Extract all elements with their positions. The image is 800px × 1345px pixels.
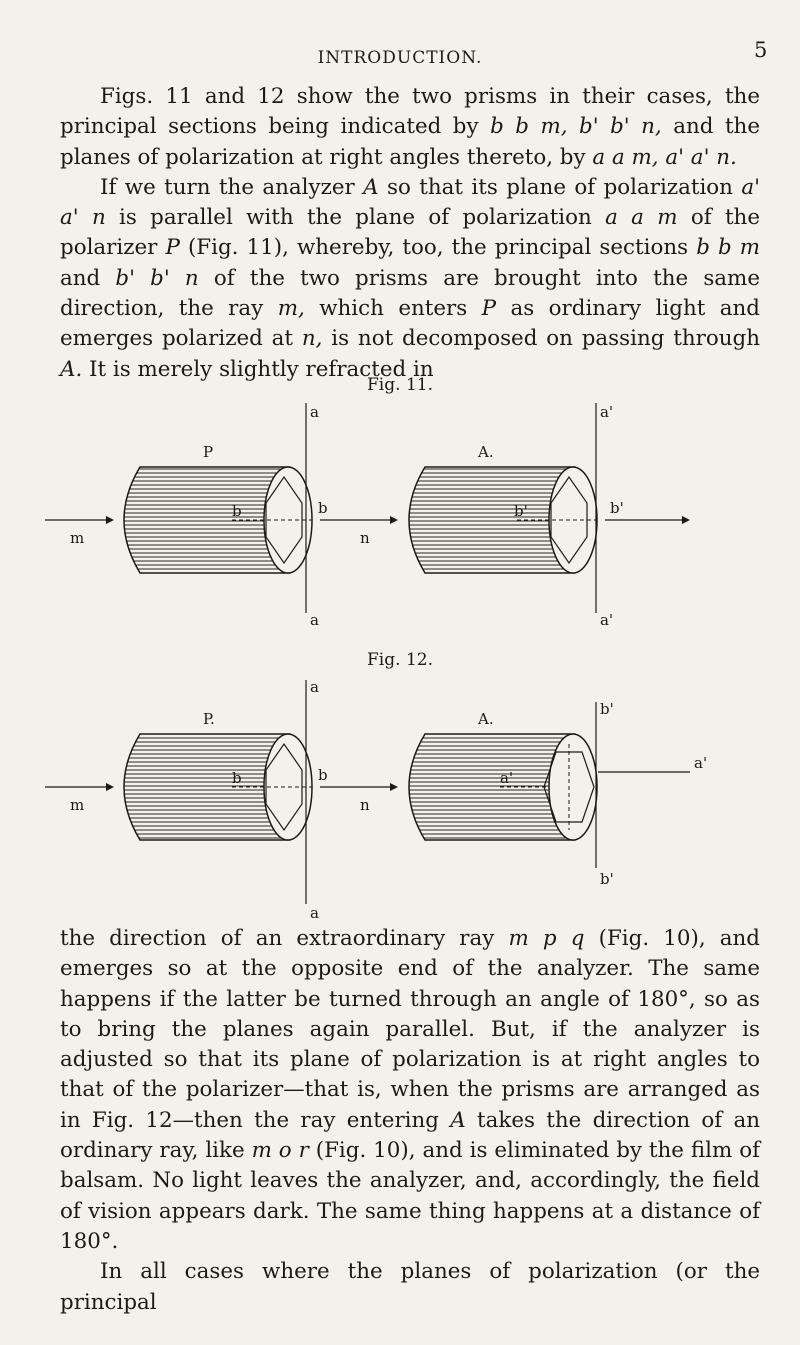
label-pol-bottom: a xyxy=(310,904,319,922)
arrow-head xyxy=(682,516,690,524)
text-run: is parallel with the plane of polarizati… xyxy=(105,205,606,231)
label-ray-in: m xyxy=(70,796,84,814)
text-run: which enters xyxy=(304,296,482,322)
italic-run: a' a' n xyxy=(60,174,761,231)
label-pol-top: a xyxy=(310,678,319,696)
figure-12-caption: Fig. 12. xyxy=(367,650,433,670)
text-run: (Fig. 11), whereby, too, the principal s… xyxy=(179,235,697,261)
label-ana-top: b' xyxy=(600,700,614,718)
arrow-head xyxy=(106,516,114,524)
label-ana-section-left: b' xyxy=(514,502,528,520)
label-pol-bottom: a xyxy=(310,611,319,629)
running-head: INTRODUCTION. xyxy=(317,48,483,68)
arrow-head xyxy=(106,783,114,791)
label-ana-bottom: b' xyxy=(600,870,614,888)
analyzer-prism xyxy=(408,466,598,574)
label-polarizer: P. xyxy=(203,710,215,728)
paragraph-extraordinary-ray: the direction of an extraordinary ray m … xyxy=(60,924,760,1257)
polarizer-prism xyxy=(123,466,313,574)
italic-run: P xyxy=(165,235,180,261)
text-block-top: Figs. 11 and 12 show the two prisms in t… xyxy=(60,82,760,385)
label-ray-mid: n xyxy=(360,529,370,547)
italic-run: m p q xyxy=(508,926,585,951)
text-run: It is merely slightly refracted in xyxy=(82,356,434,382)
text-run: (Fig. 10), and emerges so at the opposit… xyxy=(60,926,760,1133)
italic-run: A xyxy=(450,1107,466,1133)
label-analyzer: A. xyxy=(477,443,494,461)
arrow-head xyxy=(390,516,398,524)
text-run: so that its plane of polarization xyxy=(378,174,742,200)
label-pol-section-left: b xyxy=(232,769,242,787)
paragraph-analyzer-parallel: If we turn the analyzer A so that its pl… xyxy=(60,173,760,385)
label-pol-top: a xyxy=(310,403,319,421)
italic-run: P xyxy=(481,296,497,322)
arrow-head xyxy=(390,783,398,791)
italic-run: a a m xyxy=(605,205,678,231)
text-run: and the planes of polarization at right … xyxy=(60,114,760,170)
italic-run: n, xyxy=(301,326,323,352)
label-ana-bottom: a' xyxy=(600,611,613,629)
page-number: 5 xyxy=(754,38,768,62)
analyzer-prism-rotated xyxy=(408,733,598,841)
text-run: Figs. 11 and 12 show the two prisms in t… xyxy=(60,84,760,140)
italic-run: A. xyxy=(60,356,83,382)
italic-run: A xyxy=(363,174,379,200)
italic-run: m o r xyxy=(251,1138,309,1164)
text-run: as ordinary light and emerges polarized … xyxy=(60,296,760,352)
label-pol-section-right: b xyxy=(318,499,328,517)
label-analyzer: A. xyxy=(477,710,494,728)
label-ana-section-left: a' xyxy=(500,769,513,787)
paragraph-figs-intro: Figs. 11 and 12 show the two prisms in t… xyxy=(60,82,760,173)
label-pol-section-left: b xyxy=(232,502,242,520)
paragraph-all-cases: In all cases where the planes of polariz… xyxy=(60,1257,760,1318)
label-pol-section-right: b xyxy=(318,766,328,784)
polarizer-prism xyxy=(123,733,313,841)
label-ray-mid: n xyxy=(360,796,370,814)
text-run: takes the direction of an ordinary ray, … xyxy=(60,1107,761,1164)
figure-11-caption: Fig. 11. xyxy=(367,375,433,395)
italic-run: b b m, b' b' n, xyxy=(490,114,662,140)
label-polarizer: P xyxy=(203,443,213,461)
text-run: of the two prisms are brought into the s… xyxy=(60,265,760,322)
label-ana-section-right: a' xyxy=(694,754,707,772)
figure-12-diagram: m n P. A. a a b b b' b' a' a' xyxy=(45,678,707,922)
figure-11: m n P A. a a b b a' a' b' b' xyxy=(0,395,800,635)
text-block-bottom: the direction of an extraordinary ray m … xyxy=(60,924,760,1318)
text-run: is not decomposed on passing through xyxy=(322,326,760,352)
text-run: and xyxy=(60,265,116,291)
text-run: the direction of an extraordinary ray xyxy=(60,926,509,951)
label-ana-top: a' xyxy=(600,403,613,421)
italic-run: b b m xyxy=(696,235,760,261)
figure-11-diagram: m n P A. a a b b a' a' b' b' xyxy=(45,403,690,629)
label-ray-in: m xyxy=(70,529,84,547)
text-run: of the polarizer xyxy=(60,205,760,261)
text-run: If we turn the analyzer xyxy=(100,174,364,200)
italic-run: b' b' n xyxy=(115,265,199,291)
figure-12: m n P. A. a a b b b' b' a' a' xyxy=(0,672,800,922)
italic-run: a a m, a' a' n. xyxy=(592,144,737,170)
label-ana-section-right: b' xyxy=(610,499,624,517)
italic-run: m, xyxy=(277,296,305,322)
text-run: In all cases where the planes of polariz… xyxy=(60,1259,760,1315)
text-run: (Fig. 10), and is eliminated by the film… xyxy=(60,1138,760,1254)
